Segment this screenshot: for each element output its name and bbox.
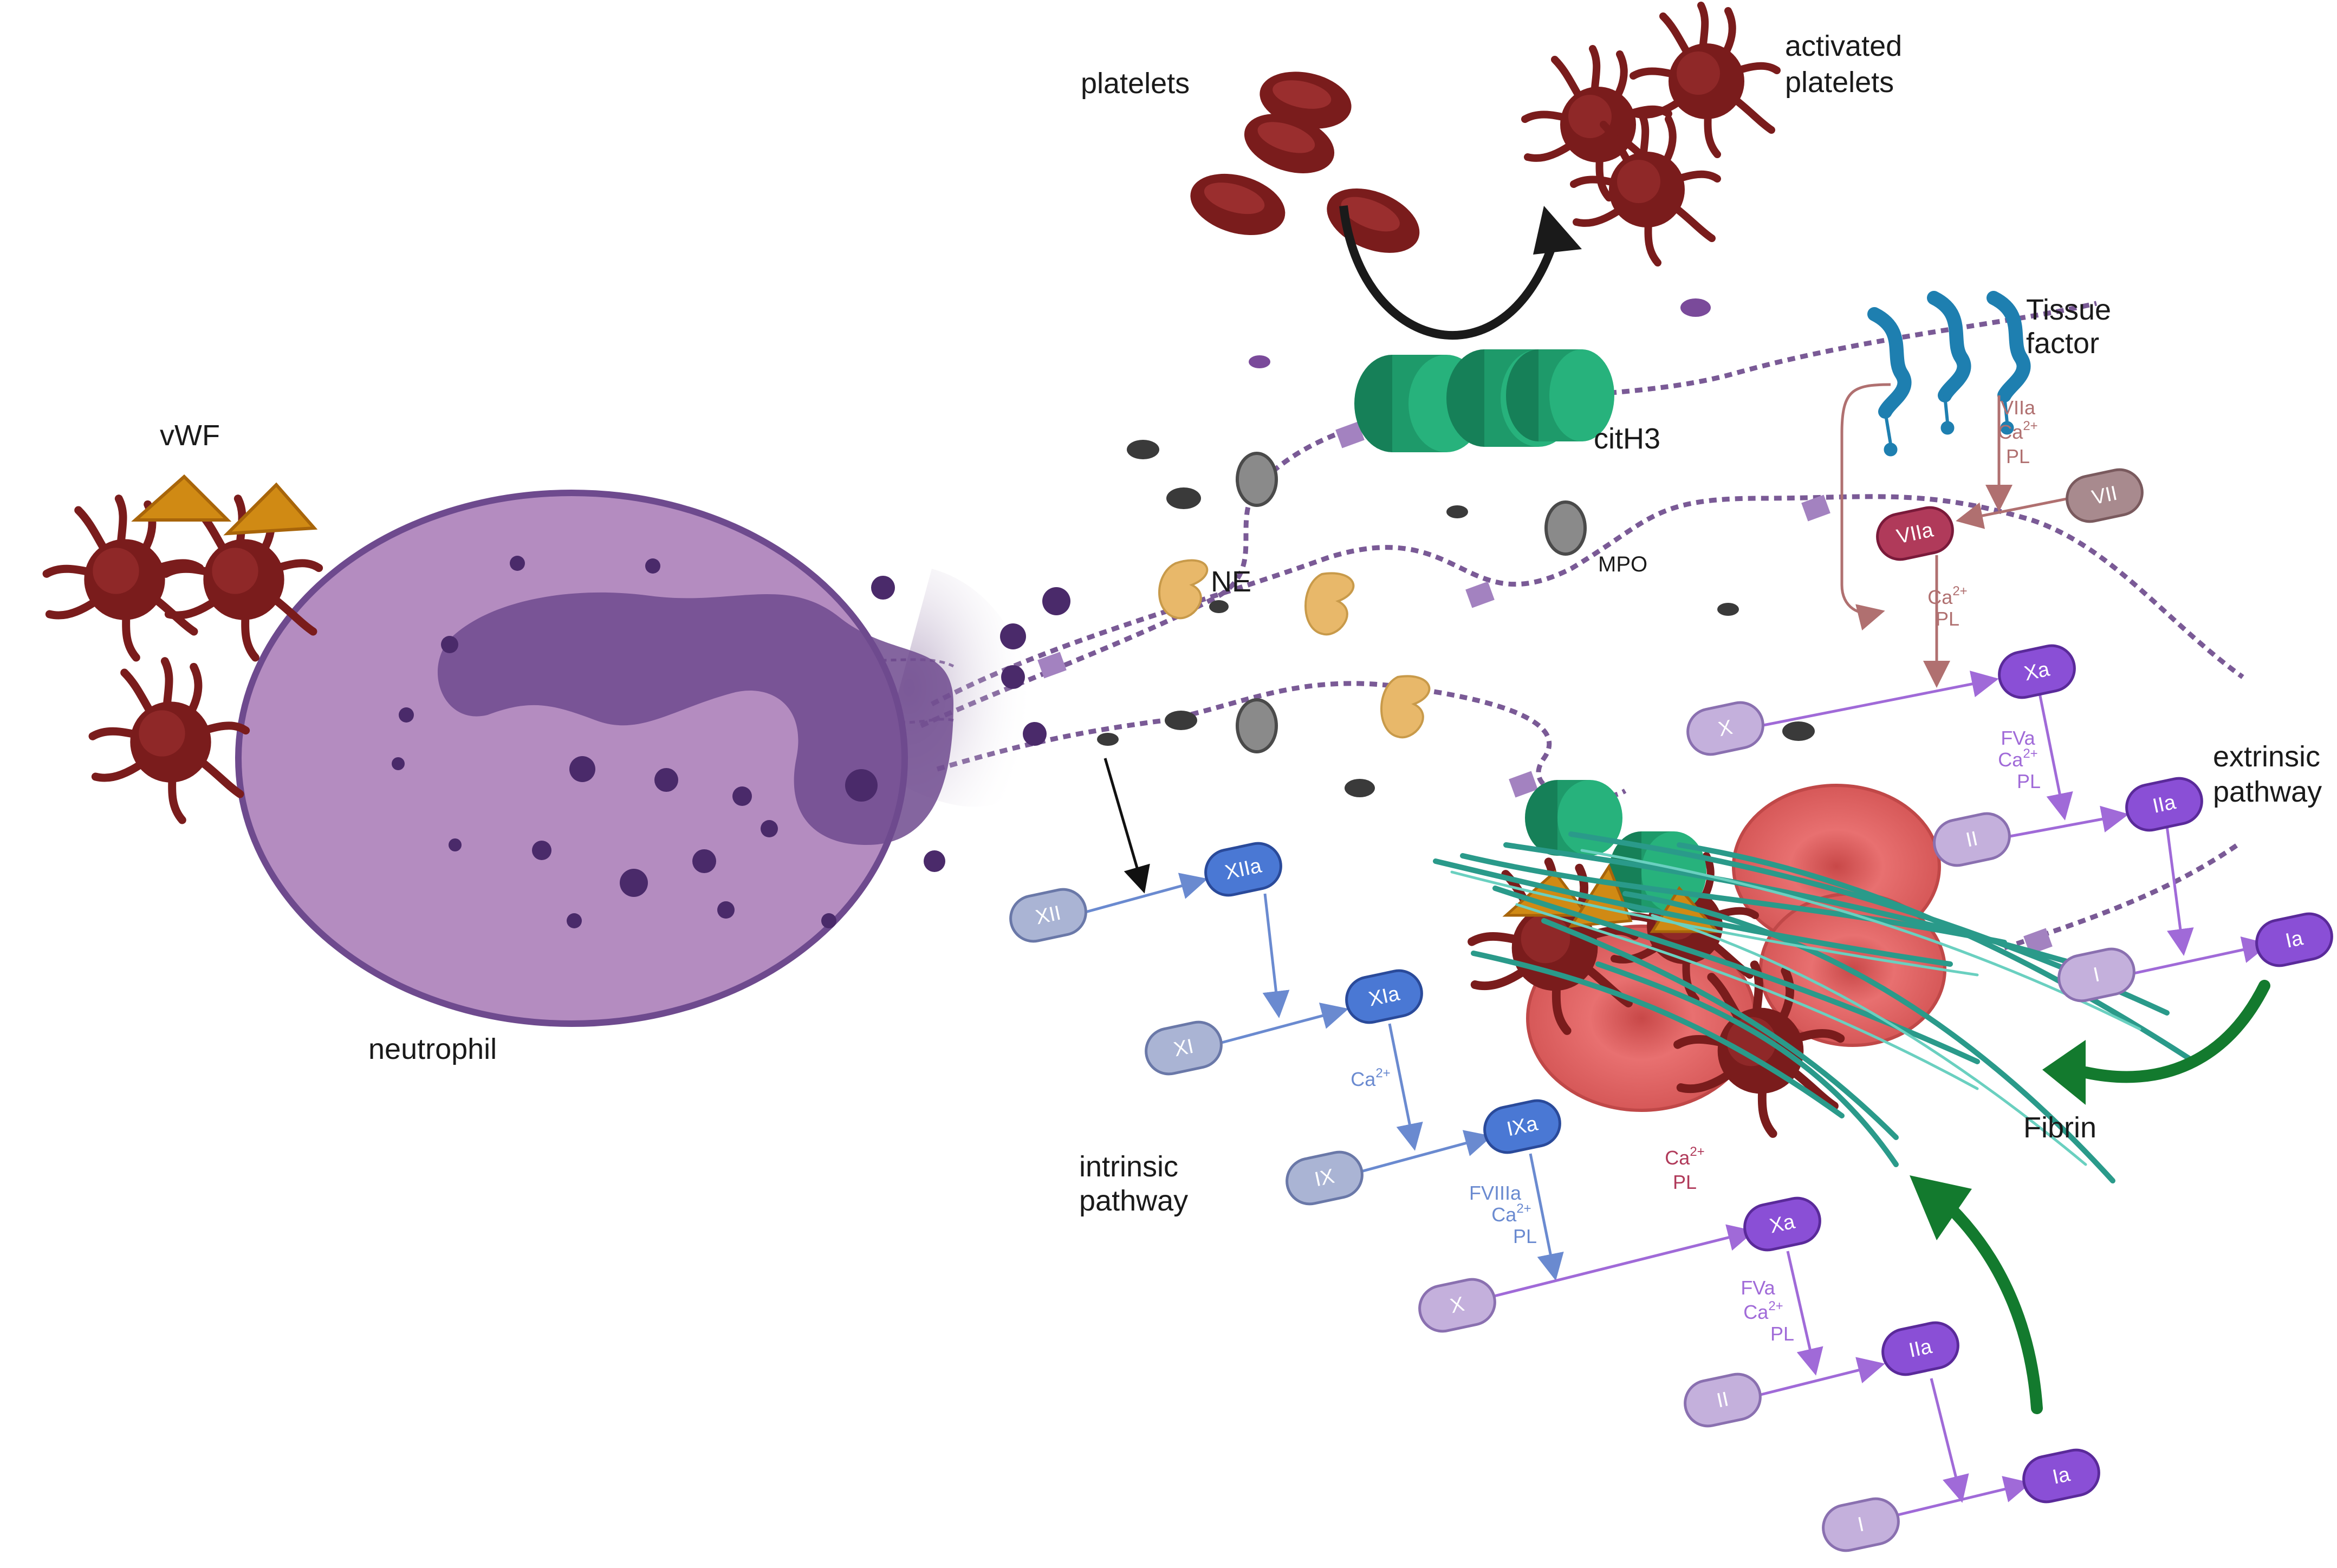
factor-xiia: XIIa bbox=[1204, 842, 1282, 897]
factor-iia-ext: IIa bbox=[2125, 777, 2203, 832]
extrinsic-pathway: VII VIIa X Xa II IIa I Ia bbox=[1686, 468, 2333, 1003]
extrinsic-arrows bbox=[1760, 383, 2270, 977]
factor-ia-ext: Ia bbox=[2255, 912, 2333, 967]
cith3-histones bbox=[1354, 349, 1614, 452]
cofactor-ca-5: Ca2+ bbox=[1927, 584, 1967, 608]
label-platelets: platelets bbox=[1081, 67, 1190, 100]
factor-viia: VIIa bbox=[1876, 506, 1954, 561]
activation-arrow bbox=[1339, 205, 1559, 340]
factor-x: X bbox=[1418, 1278, 1496, 1333]
factor-ix: IX bbox=[1286, 1150, 1364, 1206]
cofactor-ca-clot: Ca2+ bbox=[1665, 1144, 1704, 1169]
cofactor-pl-2: PL bbox=[1513, 1225, 1537, 1247]
factor-xii: XII bbox=[1009, 888, 1087, 943]
net-nucleosomes bbox=[1037, 421, 2053, 955]
diagram-labels: platelets activated platelets vWF Tissue… bbox=[160, 30, 2322, 1217]
clot bbox=[1433, 780, 2197, 1183]
cofactor-labels: Ca2+ FVIIIa Ca2+ PL Ca2+ PL FVa Ca2+ PL … bbox=[1351, 396, 2041, 1345]
label-cith3: citH3 bbox=[1594, 422, 1660, 455]
cofactor-ca-1: Ca2+ bbox=[1351, 1066, 1390, 1090]
fibrin-arrows bbox=[1944, 980, 2270, 1414]
vwf-triangle bbox=[131, 474, 232, 522]
label-intrinsic-line2: pathway bbox=[1079, 1185, 1188, 1217]
cofactor-pl-6: PL bbox=[2017, 770, 2041, 792]
neutrophil-cell bbox=[235, 490, 1070, 1027]
intrinsic-arrows bbox=[1083, 758, 2031, 1521]
factor-vii-label: VII bbox=[2090, 482, 2119, 510]
factor-iia-label: IIa bbox=[1907, 1335, 1934, 1362]
factor-ia: Ia bbox=[2022, 1448, 2100, 1504]
cofactor-pl-clot: PL bbox=[1673, 1171, 1697, 1193]
resting-platelets bbox=[1183, 63, 1429, 266]
label-fibrin: Fibrin bbox=[2023, 1111, 2096, 1144]
cofactor-ca-4: Ca2+ bbox=[1998, 419, 2037, 443]
fibrin-strands-light bbox=[1450, 849, 2141, 1166]
label-activated-platelets-line2: platelets bbox=[1785, 66, 1894, 99]
factor-xa-ext: Xa bbox=[1998, 644, 2076, 699]
tissue-factor-receptors bbox=[1867, 291, 2031, 457]
cofactor-fviiia: FVIIIa bbox=[1469, 1182, 1522, 1204]
factor-xia: XIa bbox=[1345, 969, 1423, 1024]
factor-xi-label: XI bbox=[1172, 1035, 1196, 1062]
label-tissue-factor-line1: Tissue bbox=[2026, 294, 2111, 326]
vwf-platelet-cluster bbox=[47, 474, 319, 820]
activated-platelets-cluster bbox=[1525, 5, 1777, 263]
neutrophil-granules bbox=[392, 556, 1070, 928]
label-extrinsic-line1: extrinsic bbox=[2213, 740, 2320, 773]
cofactor-pl-5: PL bbox=[1936, 608, 1959, 630]
cofactor-ca-3: Ca2+ bbox=[1743, 1299, 1783, 1323]
label-extrinsic-line2: pathway bbox=[2213, 776, 2322, 808]
label-ne: NE bbox=[1211, 565, 1251, 598]
factor-iia-ext-label: IIa bbox=[2151, 791, 2178, 818]
label-intrinsic-line1: intrinsic bbox=[1079, 1150, 1178, 1183]
label-tissue-factor-line2: factor bbox=[2026, 327, 2099, 360]
cofactor-viia: VIIa bbox=[2001, 396, 2036, 419]
cofactor-fva-1: FVa bbox=[1741, 1277, 1775, 1299]
factor-vii: VII bbox=[2066, 468, 2144, 523]
fibrin-strands bbox=[1433, 831, 2197, 1183]
factor-xii-label: XII bbox=[1034, 902, 1063, 929]
factor-i: I bbox=[1822, 1497, 1900, 1552]
neutrophil-nucleus bbox=[437, 592, 953, 845]
factor-xi: XI bbox=[1145, 1020, 1223, 1076]
factor-xa-label: Xa bbox=[1768, 1210, 1797, 1238]
cofactor-pl-3: PL bbox=[1770, 1323, 1794, 1345]
label-mpo: MPO bbox=[1598, 552, 1647, 576]
factor-ix-label: IX bbox=[1313, 1165, 1336, 1192]
label-activated-platelets-line1: activated bbox=[1785, 30, 1902, 62]
cofactor-ca-2: Ca2+ bbox=[1491, 1201, 1531, 1226]
label-vwf: vWF bbox=[160, 419, 220, 452]
cofactor-fva-2: FVa bbox=[2001, 727, 2035, 749]
factor-xa: Xa bbox=[1743, 1196, 1821, 1252]
cofactor-ca-6: Ca2+ bbox=[1998, 746, 2037, 771]
factor-ixa: IXa bbox=[1483, 1099, 1561, 1154]
mpo-molecules bbox=[1236, 452, 1587, 753]
factor-x-ext: X bbox=[1686, 701, 1764, 756]
factor-xa-ext-label: Xa bbox=[2022, 658, 2052, 685]
vwf-triangle bbox=[223, 482, 318, 536]
factor-iia: IIa bbox=[1881, 1321, 1959, 1376]
label-neutrophil: neutrophil bbox=[368, 1033, 497, 1065]
net-particles bbox=[1097, 298, 1815, 797]
ne-molecules bbox=[1158, 559, 1431, 739]
factor-ii-ext: II bbox=[1933, 812, 2011, 867]
factor-ii: II bbox=[1684, 1372, 1762, 1428]
intrinsic-pathway: XII XIIa XI XIa IX IXa X Xa bbox=[1009, 842, 2100, 1552]
factor-i-ext: I bbox=[2057, 947, 2135, 1003]
cofactor-pl-4: PL bbox=[2006, 445, 2030, 467]
